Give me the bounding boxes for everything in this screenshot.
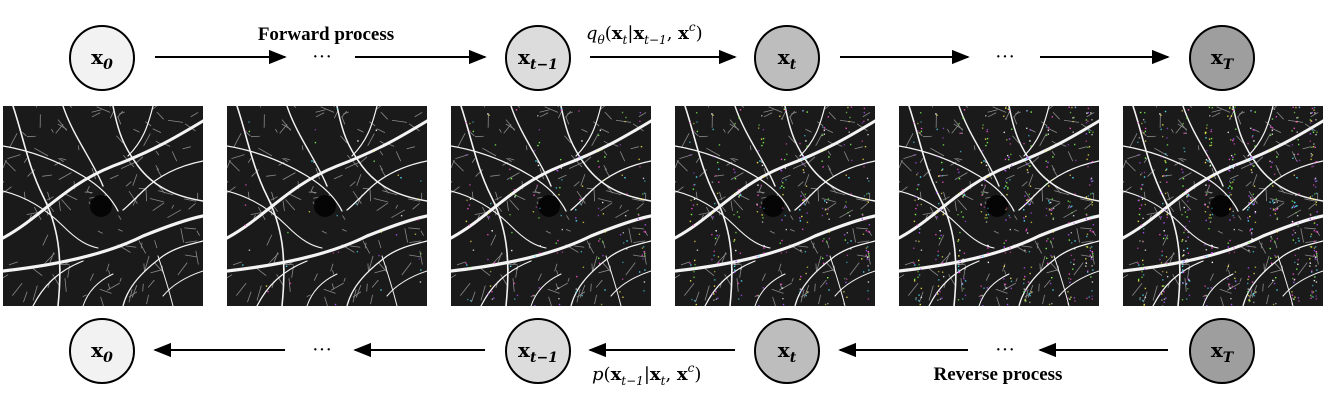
forward-node-xT: xT xyxy=(1189,25,1255,91)
forward-process-title: Forward process xyxy=(258,24,394,45)
forward-ellipsis-1: ··· xyxy=(312,46,332,68)
forward-formula: qθ(xt|xt−1, xc) xyxy=(586,20,703,47)
svg-text:xt−1: xt−1 xyxy=(518,338,558,366)
angiography-image-row xyxy=(3,106,1323,306)
forward-node-xt: xt xyxy=(754,25,820,91)
reverse-node-xT: xT xyxy=(1189,318,1255,384)
reverse-formula: p(xt−1|xt, xc) xyxy=(592,361,701,388)
angiography-image-1 xyxy=(3,106,203,306)
svg-text:xt−1: xt−1 xyxy=(518,45,558,73)
reverse-process-row: ··· ··· p(xt−1|xt, xc) Reverse process x… xyxy=(69,318,1255,388)
reverse-node-xt: xt xyxy=(754,318,820,384)
angiography-image-5 xyxy=(899,106,1099,306)
svg-text:x0: x0 xyxy=(91,338,113,366)
reverse-process-title: Reverse process xyxy=(934,364,1063,385)
svg-text:xt: xt xyxy=(778,45,797,73)
reverse-node-x0: x0 xyxy=(69,318,135,384)
svg-text:xT: xT xyxy=(1211,45,1235,73)
forward-node-xt-1: xt−1 xyxy=(505,25,571,91)
forward-process-row: Forward process ··· ··· qθ(xt|xt−1, xc) … xyxy=(69,20,1255,91)
angiography-image-6 xyxy=(1123,106,1323,306)
angiography-image-3 xyxy=(451,106,651,306)
angiography-image-2 xyxy=(227,106,427,306)
svg-text:x0: x0 xyxy=(91,45,113,73)
forward-node-x0: x0 xyxy=(69,25,135,91)
reverse-node-xt-1: xt−1 xyxy=(505,318,571,384)
reverse-ellipsis-1: ··· xyxy=(312,339,332,361)
svg-text:xT: xT xyxy=(1211,338,1235,366)
forward-ellipsis-2: ··· xyxy=(995,46,1015,68)
svg-text:xt: xt xyxy=(778,338,797,366)
reverse-ellipsis-2: ··· xyxy=(995,339,1015,361)
angiography-image-4 xyxy=(675,106,875,306)
